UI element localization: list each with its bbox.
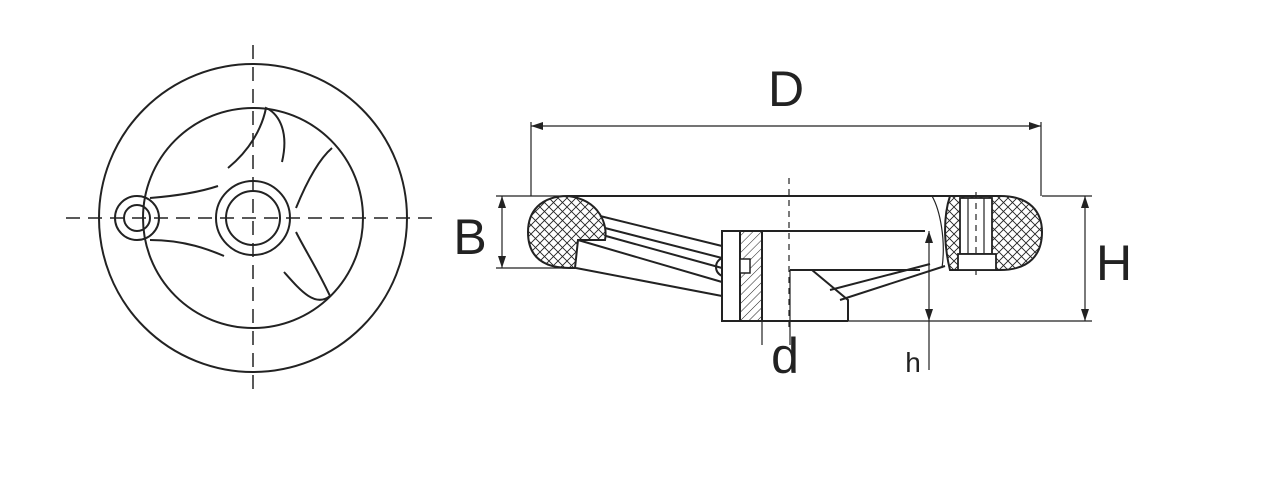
insert-base <box>957 253 997 271</box>
left-rim-section <box>526 194 607 269</box>
label-bore: d <box>771 328 799 384</box>
spoke-line-1 <box>599 215 723 247</box>
label-overall-height: H <box>1096 235 1132 291</box>
spoke-line-3 <box>577 239 723 283</box>
hub-outer-circle <box>215 180 291 256</box>
hub-notch <box>715 257 723 277</box>
arrow-icon <box>498 256 506 268</box>
handle-boss-inner <box>123 204 151 232</box>
section-view: D <box>453 61 1132 384</box>
arrow-icon <box>925 309 933 321</box>
spoke-right-edge <box>295 147 333 209</box>
handle-boss-outer <box>114 195 160 241</box>
outer-rim-circle <box>98 63 408 373</box>
label-diameter: D <box>768 61 804 117</box>
arrow-icon <box>531 122 543 130</box>
spoke-left-lower <box>149 239 225 257</box>
spoke-line-5 <box>605 235 723 269</box>
arrow-icon <box>1081 309 1089 321</box>
label-hub-height: h <box>905 347 921 378</box>
spoke-bottom <box>283 231 332 301</box>
spoke-right-upper <box>829 263 931 291</box>
spoke-line-2 <box>604 227 723 259</box>
spoke-left-upper <box>149 185 219 199</box>
break-line <box>931 195 944 269</box>
arrow-icon <box>498 196 506 208</box>
hub-key-section <box>721 230 741 322</box>
front-view <box>66 45 432 392</box>
arrow-icon <box>1029 122 1041 130</box>
hub-bore-circle <box>225 190 281 246</box>
spoke-line-4 <box>575 267 723 297</box>
arrow-icon <box>1081 196 1089 208</box>
spoke-right-lower <box>839 265 946 301</box>
hub-chamfer <box>811 269 849 321</box>
label-rim-thickness: B <box>453 209 486 265</box>
arrow-icon <box>925 231 933 243</box>
inner-rim-circle <box>142 107 364 329</box>
spoke-top <box>227 106 286 169</box>
hub-setscrew <box>739 258 751 274</box>
